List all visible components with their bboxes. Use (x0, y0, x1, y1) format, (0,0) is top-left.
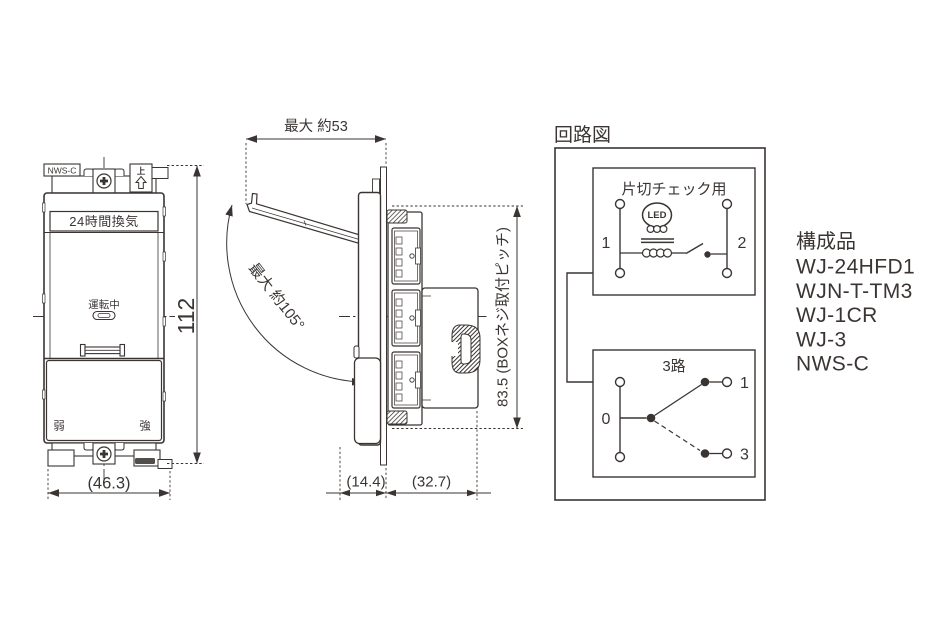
terminal-2-label: 2 (738, 235, 747, 252)
three-way-label: 3路 (662, 358, 685, 375)
strong-label: 強 (139, 420, 151, 433)
terminal-circle (614, 376, 626, 388)
lower-door-side (353, 357, 382, 445)
depth-dimensions: (14.4) (32.7) (326, 411, 491, 500)
contact-3 (700, 449, 710, 458)
front-depth-label: (14.4) (346, 474, 385, 491)
three-way-circuit: 3路 0 1 3 (592, 349, 756, 478)
components-list: 構成品 WJ-24HFD1 WJN-T-TM3 WJ-1CR WJ-3 NWS-… (796, 230, 915, 376)
width-dimension: (46.3) (47, 469, 171, 500)
side-view: 最大 約53 最大 約105° (225, 118, 523, 500)
height-dimension: 112 (167, 165, 204, 464)
screw-pitch-dimension: 83.5 (BOXネジ取付ピッチ) (392, 205, 523, 429)
terminal-1-label: 1 (740, 375, 749, 392)
terminal-circle (721, 448, 733, 459)
certification-mark (135, 458, 155, 464)
terminal-circle (614, 451, 626, 463)
switch-blade (685, 242, 704, 255)
indicator-label: 運転中 (88, 298, 120, 311)
screw-slot-icon (100, 450, 108, 458)
component-item: WJN-T-TM3 (796, 280, 913, 303)
rear-depth-label: (32.7) (412, 474, 451, 491)
terminal-0-label: 0 (602, 411, 611, 428)
pull-handle (79, 343, 126, 357)
terminal-circle (721, 267, 733, 279)
component-item: WJ-3 (796, 328, 847, 351)
bracket-tab-right (151, 167, 169, 179)
box-screw-top (386, 209, 408, 224)
weak-label: 弱 (53, 420, 65, 433)
open-cover-flap (246, 192, 366, 246)
model-label: NWS-C (48, 166, 77, 176)
bracket-hook-left (83, 168, 94, 176)
box-screw-bottom (386, 410, 408, 425)
side-body (353, 166, 481, 466)
front-bottom-bracket (47, 442, 173, 469)
height-dim-label: 112 (173, 298, 199, 335)
screw-pitch-label: 83.5 (BOXネジ取付ピッチ) (495, 227, 512, 407)
interconnect-wire (566, 272, 616, 383)
component-item: WJ-1CR (796, 304, 878, 327)
name-band (49, 210, 159, 232)
terminal-circle (614, 267, 626, 279)
front-body: 24時間換気 運転中 弱 強 (42, 192, 166, 444)
component-item: WJ-24HFD1 (796, 256, 915, 279)
terminal-circle (721, 198, 733, 210)
screw-lug (451, 324, 481, 374)
terminal-3-label: 3 (740, 447, 749, 464)
common-contact (646, 413, 656, 423)
mounting-strap (380, 166, 387, 466)
band-label: 24時間換気 (69, 214, 138, 229)
terminal-circle (721, 376, 733, 388)
switch-contact (704, 251, 711, 258)
circuit-outer-box (554, 147, 766, 501)
bracket-hook-right (114, 168, 125, 176)
bracket-tab-right-bottom (157, 459, 173, 469)
hinge-bump (353, 345, 360, 359)
screw-slot-icon (100, 177, 108, 185)
component-item: NWS-C (796, 353, 869, 376)
up-arrow-icon (134, 175, 148, 189)
circuit-diagram: 回路図 片切チェック用 1 2 LED (554, 124, 766, 501)
lower-door (45, 359, 163, 442)
circuit-title: 回路図 (554, 124, 611, 146)
width-dim-label: (46.3) (87, 475, 130, 493)
up-label: 上 (137, 166, 146, 176)
components-title: 構成品 (796, 230, 856, 253)
open-width-dimension: 最大 約53 (245, 118, 387, 204)
switch-module (391, 351, 421, 409)
contact-1 (700, 377, 710, 387)
open-width-label: 最大 約53 (284, 118, 348, 135)
lug-opening (449, 342, 458, 356)
switch-module (391, 289, 421, 347)
led-label: LED (648, 210, 667, 221)
single-pole-label: 片切チェック用 (621, 181, 726, 198)
terminal-1-label: 1 (602, 235, 611, 252)
front-top-bracket: NWS-C 上 (43, 163, 169, 194)
single-pole-check-circuit: 片切チェック用 1 2 LED (592, 167, 756, 296)
switch-module (391, 227, 421, 285)
terminal-circle (614, 198, 626, 210)
front-view: NWS-C 上 24時間換気 運転中 (33, 157, 204, 500)
open-angle-label: 最大 約105° (245, 260, 308, 334)
